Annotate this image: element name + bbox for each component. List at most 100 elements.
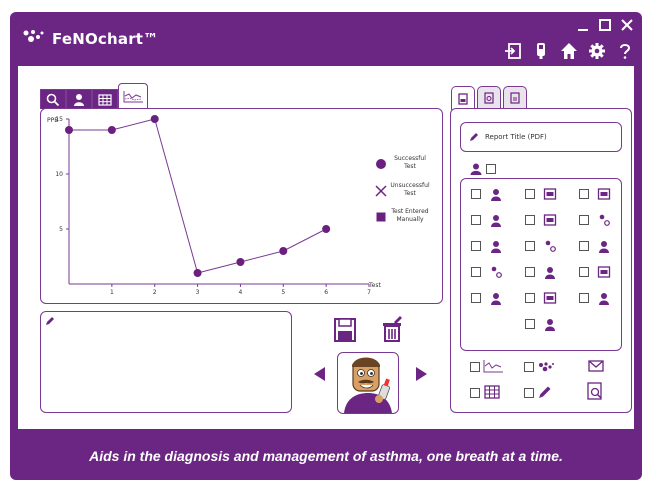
app-window: FeNOchart™ <box>10 12 642 480</box>
tab-report-settings[interactable] <box>477 86 501 108</box>
report-option-checkbox[interactable] <box>525 189 535 199</box>
user-icon <box>74 93 84 106</box>
title-bar: FeNOchart™ <box>10 12 642 66</box>
location-icon <box>491 293 501 305</box>
data-point <box>193 269 202 277</box>
report-option-checkbox[interactable] <box>471 215 481 225</box>
data-point <box>65 126 73 134</box>
report-title-placeholder: Report Title (PDF) <box>485 133 547 141</box>
x-tick-label: 4 <box>239 289 243 296</box>
minimize-icon[interactable] <box>576 18 590 32</box>
x-tick-label: 6 <box>324 289 328 296</box>
x-tick-label: 5 <box>281 289 285 296</box>
report-option-checkbox[interactable] <box>471 293 481 303</box>
include-chart-checkbox[interactable] <box>470 362 480 372</box>
delete-icon[interactable] <box>380 316 404 342</box>
allergy-icon <box>491 266 502 278</box>
y-axis-label: PPB <box>47 117 58 124</box>
logo-icon <box>539 362 554 372</box>
include-table-checkbox[interactable] <box>470 388 480 398</box>
legend-marker-x <box>375 185 387 197</box>
doctor-avatar[interactable] <box>337 352 399 414</box>
report-option-checkbox[interactable] <box>525 267 535 277</box>
report-option-checkbox[interactable] <box>471 241 481 251</box>
device-icon[interactable] <box>532 42 550 60</box>
data-point <box>322 225 331 233</box>
report-option-checkbox[interactable] <box>525 241 535 251</box>
logout-icon[interactable] <box>504 42 522 60</box>
report-option-checkbox[interactable] <box>525 293 535 303</box>
report-option-checkbox[interactable] <box>579 241 589 251</box>
legend-label: Successful <box>394 155 426 162</box>
toolbar <box>504 42 634 60</box>
tab-table[interactable] <box>92 89 118 109</box>
data-point <box>236 258 245 266</box>
document-tab-icon <box>510 91 520 104</box>
x-tick-label: 1 <box>110 289 114 296</box>
doctor-icon <box>491 215 501 227</box>
cabinet-icon <box>543 214 557 226</box>
report-option-checkbox[interactable] <box>579 293 589 303</box>
pen-icon <box>46 317 54 325</box>
logo-icon <box>23 30 44 42</box>
email-icon[interactable] <box>588 360 604 372</box>
window-controls <box>576 18 634 32</box>
height-icon <box>599 293 609 305</box>
chart-icon <box>123 90 143 102</box>
legend-label: Test Entered <box>390 208 428 215</box>
report-option-checkbox[interactable] <box>579 189 589 199</box>
previous-arrow-icon[interactable] <box>314 367 325 381</box>
tab-search[interactable] <box>40 89 66 109</box>
chart-icon <box>483 360 503 373</box>
x-axis-label: Test <box>368 282 381 289</box>
report-option-checkbox[interactable] <box>525 215 535 225</box>
help-icon[interactable] <box>616 42 634 60</box>
chart-series <box>65 115 331 277</box>
chart-tabs <box>40 83 148 109</box>
legend-marker-square <box>376 212 386 222</box>
hearing-icon <box>599 241 609 253</box>
report-title-field[interactable]: Report Title (PDF) <box>460 122 622 152</box>
close-icon[interactable] <box>620 18 634 32</box>
y-tick-label: 15 <box>55 116 63 123</box>
report-option-checkbox[interactable] <box>471 267 481 277</box>
next-arrow-icon[interactable] <box>416 367 427 381</box>
tab-report[interactable] <box>451 86 475 110</box>
phone-icon <box>543 292 557 304</box>
gear-icon[interactable] <box>588 42 606 60</box>
include-signature-checkbox[interactable] <box>524 388 534 398</box>
series-line <box>69 118 327 274</box>
tab-chart[interactable] <box>118 83 148 109</box>
pen-icon <box>470 133 478 141</box>
report-tabs <box>451 86 527 110</box>
report-option-checkbox[interactable] <box>579 267 589 277</box>
notes-panel[interactable] <box>40 311 292 413</box>
id-card-icon <box>597 188 611 200</box>
y-tick-label: 10 <box>55 171 63 178</box>
report-option-checkbox[interactable] <box>471 189 481 199</box>
y-tick-label: 5 <box>59 226 63 233</box>
tab-patient[interactable] <box>66 89 92 109</box>
report-option-checkbox[interactable] <box>579 215 589 225</box>
avatar-icon <box>344 357 392 413</box>
contact-card-icon <box>597 266 611 278</box>
include-logo-checkbox[interactable] <box>524 362 534 372</box>
tab-report-document[interactable] <box>503 86 527 108</box>
home-icon[interactable] <box>560 42 578 60</box>
print-preview-icon[interactable] <box>586 382 604 400</box>
maximize-icon[interactable] <box>598 18 612 32</box>
data-point <box>107 126 116 134</box>
report-option-checkbox[interactable] <box>525 319 535 329</box>
select-all-checkbox[interactable] <box>486 164 496 174</box>
save-icon[interactable] <box>334 318 356 342</box>
legend-label: Unsuccessful <box>390 182 430 189</box>
data-point <box>150 115 159 123</box>
patient-icon <box>470 163 482 175</box>
search-icon <box>46 93 60 106</box>
tagline: Aids in the diagnosis and management of … <box>89 448 563 464</box>
legend-label: Test <box>403 163 416 170</box>
